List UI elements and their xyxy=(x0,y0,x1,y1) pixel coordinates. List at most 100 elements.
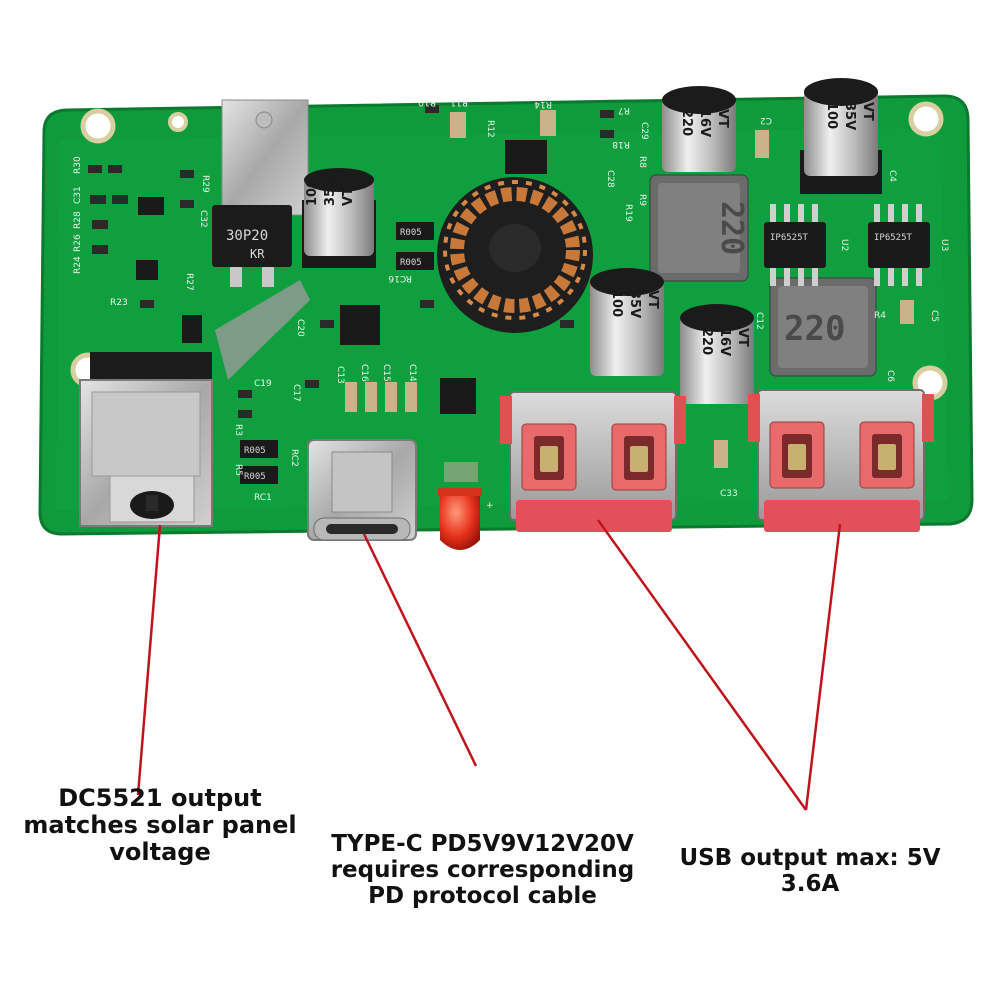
svg-text:35V: 35V xyxy=(627,290,642,318)
svg-text:C15: C15 xyxy=(381,364,391,382)
svg-text:VT: VT xyxy=(735,328,750,347)
electrolytic-capacitor: 100 35V VT xyxy=(800,78,882,194)
silkscreen-labels: R30 C31 R28 R26 R24 R23 R29 C32 R27 R10 … xyxy=(73,97,949,503)
svg-text:C2: C2 xyxy=(760,115,772,125)
smd-components-left xyxy=(88,165,476,418)
electrolytic-capacitor: 100 35V VT xyxy=(302,168,376,268)
svg-text:C17: C17 xyxy=(291,384,301,402)
svg-text:VT: VT xyxy=(341,187,356,206)
electrolytic-capacitor: 100 35V VT xyxy=(590,268,664,376)
svg-text:100: 100 xyxy=(305,179,320,206)
svg-text:C14: C14 xyxy=(407,364,417,382)
caption-type-c: TYPE-C PD5V9V12V20V requires correspondi… xyxy=(300,831,665,909)
svg-text:C5: C5 xyxy=(929,310,939,322)
svg-text:R5: R5 xyxy=(233,464,243,476)
usb-type-c-port xyxy=(307,439,417,541)
svg-text:VT: VT xyxy=(860,102,875,121)
svg-text:R7: R7 xyxy=(618,105,630,115)
svg-text:RC2: RC2 xyxy=(289,449,299,467)
power-inductor: 220 xyxy=(769,277,877,377)
smd-components-right xyxy=(425,105,914,468)
caption-dc-output: DC5521 output matches solar panel voltag… xyxy=(10,785,310,866)
electrolytic-capacitor: 220 16V VT xyxy=(662,86,736,172)
power-inductor: 220 xyxy=(649,174,749,282)
caption-line: USB output max: 5V xyxy=(679,845,941,871)
svg-text:R9: R9 xyxy=(637,194,647,206)
svg-text:U2: U2 xyxy=(839,239,849,251)
sense-resistor: R005 xyxy=(240,466,278,484)
dc5521-barrel-jack xyxy=(79,352,213,527)
svg-text:C13: C13 xyxy=(335,366,345,384)
pointer-line-typec xyxy=(362,533,478,767)
svg-text:R14: R14 xyxy=(534,99,552,109)
sense-resistor: R005 xyxy=(396,252,434,270)
svg-text:R005: R005 xyxy=(244,472,266,482)
svg-text:35V: 35V xyxy=(842,102,857,130)
svg-text:R4: R4 xyxy=(874,311,886,321)
svg-text:C12: C12 xyxy=(754,312,764,330)
caption-line: 3.6A xyxy=(780,870,840,897)
sense-resistor: R005 xyxy=(396,222,434,240)
caption-line: TYPE-C PD5V9V12V20V xyxy=(331,831,634,857)
svg-text:R11: R11 xyxy=(450,97,468,107)
svg-text:C16: C16 xyxy=(359,364,369,382)
caption-line: DC5521 output xyxy=(58,784,262,812)
svg-text:220: 220 xyxy=(699,328,714,355)
svg-text:R28: R28 xyxy=(73,211,83,229)
svg-text:C31: C31 xyxy=(73,186,83,204)
usb-a-port xyxy=(500,391,686,532)
svg-text:C33: C33 xyxy=(720,489,738,499)
svg-text:IP6525T: IP6525T xyxy=(770,233,809,243)
svg-text:35V: 35V xyxy=(323,178,338,206)
svg-text:C19: C19 xyxy=(254,379,272,389)
svg-text:C28: C28 xyxy=(605,170,615,188)
mosfet-marking: 30P20 xyxy=(226,228,268,244)
pointer-line-usb1 xyxy=(596,519,808,811)
svg-text:R19: R19 xyxy=(623,204,633,222)
svg-text:16V: 16V xyxy=(697,109,712,137)
svg-text:R26: R26 xyxy=(73,234,83,252)
svg-text:R23: R23 xyxy=(110,298,128,308)
mount-hole xyxy=(908,101,944,137)
svg-text:C32: C32 xyxy=(198,210,208,228)
svg-text:R30: R30 xyxy=(73,156,83,174)
svg-text:220: 220 xyxy=(679,109,694,136)
svg-text:R29: R29 xyxy=(200,175,210,193)
svg-text:U3: U3 xyxy=(939,239,949,251)
svg-text:IP6525T: IP6525T xyxy=(874,233,913,243)
svg-text:RC1: RC1 xyxy=(254,493,272,503)
svg-text:R005: R005 xyxy=(244,446,266,456)
svg-text:R005: R005 xyxy=(400,258,422,268)
svg-text:R18: R18 xyxy=(612,139,630,149)
svg-text:VT: VT xyxy=(715,109,730,128)
ic-ip6525t: IP6525T xyxy=(764,204,826,286)
ic-ip6525t: IP6525T xyxy=(868,204,930,286)
svg-text:16V: 16V xyxy=(717,328,732,356)
mount-hole xyxy=(80,108,116,144)
svg-text:R27: R27 xyxy=(184,273,194,291)
svg-text:VT: VT xyxy=(645,290,660,309)
electrolytic-capacitor: 220 16V VT xyxy=(680,304,754,404)
usb-a-port xyxy=(748,389,934,532)
mosfet-suffix: KR xyxy=(250,247,265,261)
svg-text:C20: C20 xyxy=(295,319,305,337)
svg-text:RC16: RC16 xyxy=(388,273,412,283)
red-led: + xyxy=(438,462,494,550)
caption-usb-output: USB output max: 5V 3.6A xyxy=(660,845,960,898)
svg-text:220: 220 xyxy=(784,309,845,349)
svg-text:C6: C6 xyxy=(885,370,895,382)
pointer-line-dc xyxy=(136,524,162,796)
svg-text:220: 220 xyxy=(714,201,749,255)
svg-text:R12: R12 xyxy=(485,120,495,138)
caption-line: PD protocol cable xyxy=(368,882,597,909)
svg-text:C4: C4 xyxy=(887,170,897,182)
svg-text:C29: C29 xyxy=(639,122,649,140)
caption-line: voltage xyxy=(109,837,211,866)
pointer-line-usb2 xyxy=(804,523,842,811)
svg-text:100: 100 xyxy=(609,290,624,317)
svg-text:100: 100 xyxy=(824,102,839,129)
svg-text:R10: R10 xyxy=(418,97,436,107)
caption-line: requires corresponding xyxy=(330,856,635,883)
pointer-lines xyxy=(136,519,842,811)
